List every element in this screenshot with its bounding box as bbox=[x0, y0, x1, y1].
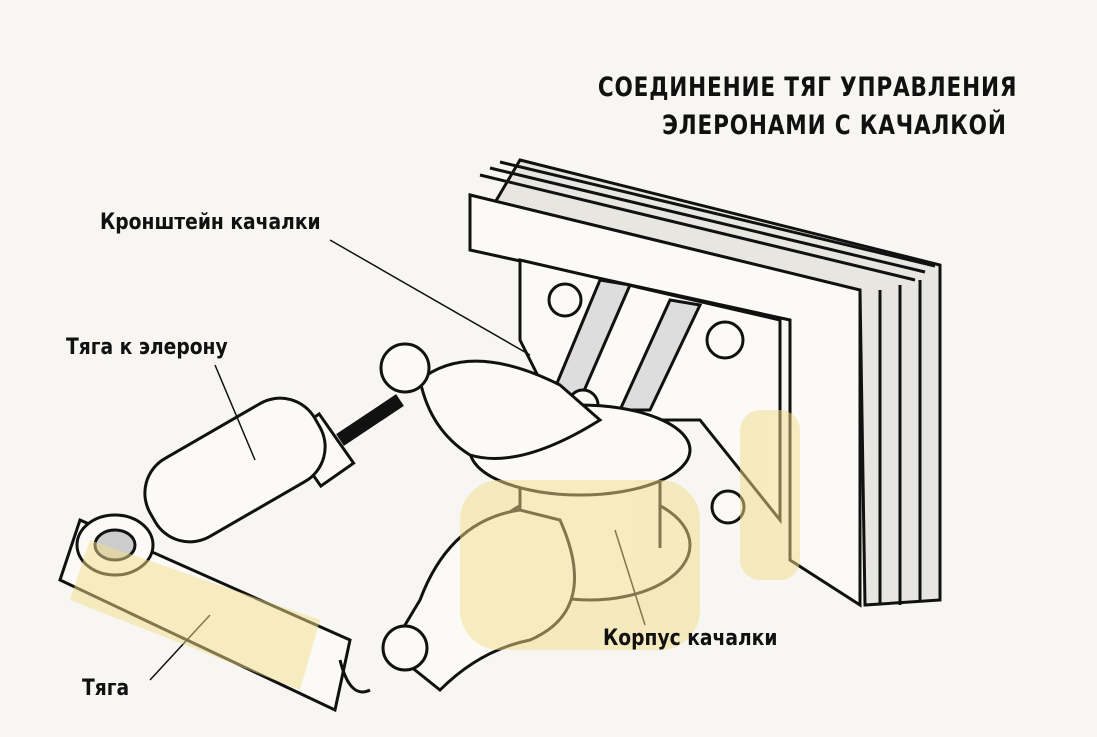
diagram-title-line-2: ЭЛЕРОНАМИ С КАЧАЛКОЙ bbox=[662, 110, 1007, 141]
highlighter-marks bbox=[70, 410, 800, 690]
diagram-title-line-1: СОЕДИНЕНИЕ ТЯГ УПРАВЛЕНИЯ bbox=[597, 72, 1017, 103]
label-rod: Тяга bbox=[82, 676, 130, 701]
label-aileron-rod: Тяга к элерону bbox=[66, 335, 228, 360]
label-rocker-housing: Корпус качалки bbox=[603, 626, 778, 651]
aileron-rod bbox=[143, 342, 431, 544]
label-rocker-bracket: Кронштейн качалки bbox=[100, 210, 321, 235]
